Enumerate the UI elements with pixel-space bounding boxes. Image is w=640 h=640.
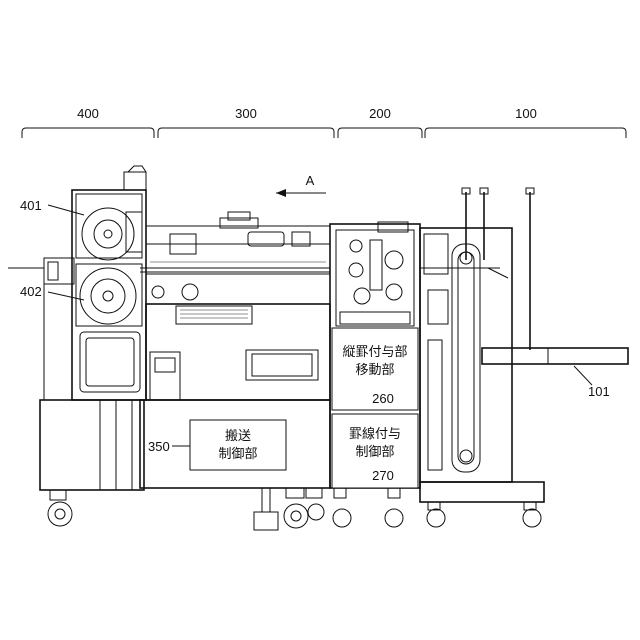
unit-400 — [8, 166, 146, 526]
brace-400 — [22, 128, 154, 138]
box-transport-control-line1: 搬送 — [225, 429, 251, 444]
box-transport-control-line2: 制御部 — [218, 447, 257, 462]
unit-300 — [140, 212, 330, 530]
box-ruled-line-move: 縦罫付与部 移動部 260 — [332, 328, 418, 410]
section-label-200: 200 — [369, 106, 391, 121]
box-transport-control: 搬送 制御部 — [190, 420, 286, 470]
section-label-300: 300 — [235, 106, 257, 121]
ref-401: 401 — [20, 198, 42, 213]
box-ruled-line-control-line2: 制御部 — [355, 445, 394, 460]
brace-200 — [338, 128, 422, 138]
ref-260: 260 — [372, 391, 394, 406]
section-label-400: 400 — [77, 106, 99, 121]
brace-300 — [158, 128, 334, 138]
ref-270: 270 — [372, 468, 394, 483]
direction-label: A — [306, 173, 315, 188]
section-braces: 400 300 200 100 — [22, 106, 626, 138]
unit-100 — [420, 188, 628, 527]
ref-101: 101 — [588, 384, 610, 399]
ref-402: 402 — [20, 284, 42, 299]
brace-100 — [425, 128, 626, 138]
box-ruled-line-control: 罫線付与 制御部 270 — [332, 414, 418, 488]
box-ruled-line-move-line2: 移動部 — [355, 363, 394, 378]
direction-arrow: A — [276, 173, 326, 197]
ref-350: 350 — [148, 439, 170, 454]
box-ruled-line-control-line1: 罫線付与 — [349, 426, 401, 442]
box-ruled-line-move-line1: 縦罫付与部 — [342, 345, 407, 360]
section-label-100: 100 — [515, 106, 537, 121]
